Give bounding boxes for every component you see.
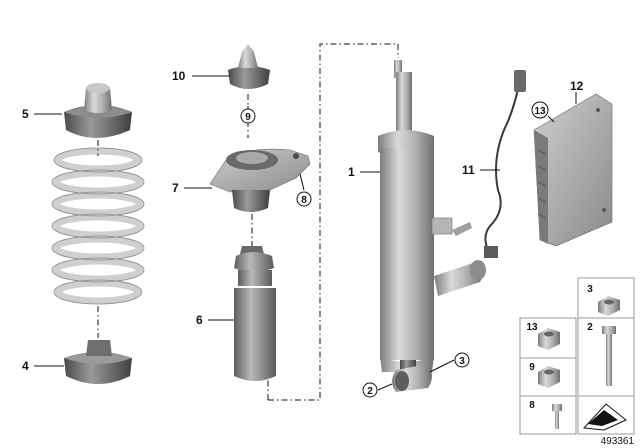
table-cell-label: 9 <box>529 362 535 373</box>
callout-1: 1 <box>348 165 355 179</box>
sensor-cable <box>452 70 526 258</box>
coil-spring <box>51 147 145 305</box>
callout-4: 4 <box>22 359 29 373</box>
callout-2-circle <box>362 382 378 398</box>
top-mount <box>209 148 311 212</box>
callout-7: 7 <box>172 181 179 195</box>
callout-10: 10 <box>172 69 186 83</box>
assembly-path-main <box>268 43 399 401</box>
callout-11: 11 <box>462 163 475 177</box>
callout-5: 5 <box>22 107 29 121</box>
callout-9: 9 <box>245 112 251 123</box>
callout-3: 3 <box>459 356 465 367</box>
hardware-table <box>519 277 635 435</box>
control-unit <box>533 93 613 247</box>
callout-13-circle <box>531 101 549 119</box>
table-cell-label: 13 <box>526 322 538 333</box>
leader-lines <box>34 75 577 391</box>
callout-3-circle <box>454 352 470 368</box>
table-cell-label: 3 <box>587 284 593 295</box>
callout-13: 13 <box>534 106 546 117</box>
callout-6: 6 <box>196 313 203 327</box>
lower-spring-pad <box>64 340 132 384</box>
upper-spring-pad <box>64 83 132 138</box>
table-cell-label: 8 <box>529 400 535 411</box>
callout-8: 8 <box>301 195 307 206</box>
dust-boot <box>234 246 276 381</box>
callout-9-circle <box>240 108 256 124</box>
top-bump-cap <box>228 44 270 89</box>
callout-2: 2 <box>367 386 373 397</box>
callout-12: 12 <box>570 79 584 93</box>
table-cell-label: 2 <box>587 322 593 333</box>
callout-8-circle <box>296 191 312 207</box>
shock-absorber <box>378 60 486 392</box>
drawing-reference-number: 493361 <box>601 436 635 447</box>
